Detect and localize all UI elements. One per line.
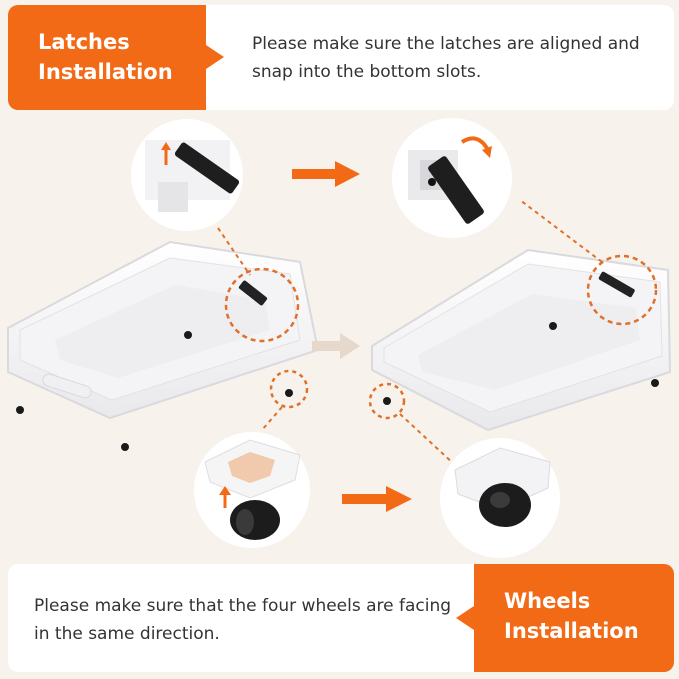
latch-detail-after (392, 118, 512, 238)
latches-title-line2: Installation (38, 60, 173, 84)
up-arrow-icon (161, 142, 171, 150)
latches-installation-tag: Latches Installation (8, 5, 224, 110)
curved-arrow-icon (460, 136, 490, 152)
orange-arrow-right-icon (292, 161, 360, 187)
wheel-highlight-circle-right (368, 382, 406, 420)
latches-title-line1: Latches (38, 30, 130, 54)
up-arrow-icon (219, 486, 231, 495)
wheel-detail-after (440, 438, 560, 558)
latch-highlight-circle-right (586, 254, 658, 326)
wheel-detail-before (194, 432, 310, 548)
orange-arrow-right-icon (342, 486, 412, 512)
wheels-title-line2: Installation (504, 619, 639, 643)
latch-detail-before (131, 119, 243, 231)
latch-highlight-circle-left (224, 267, 300, 343)
latches-note: Please make sure the latches are aligned… (252, 34, 640, 82)
wheel-highlight-circle-left (269, 369, 309, 409)
right-storage-box (371, 248, 672, 432)
wheels-installation-tag: Wheels Installation (456, 564, 674, 672)
beige-arrow-right-icon (312, 333, 360, 359)
wheels-note: Please make sure that the four wheels ar… (34, 596, 452, 644)
left-storage-box (7, 240, 320, 451)
wheels-title-line1: Wheels (504, 589, 591, 613)
